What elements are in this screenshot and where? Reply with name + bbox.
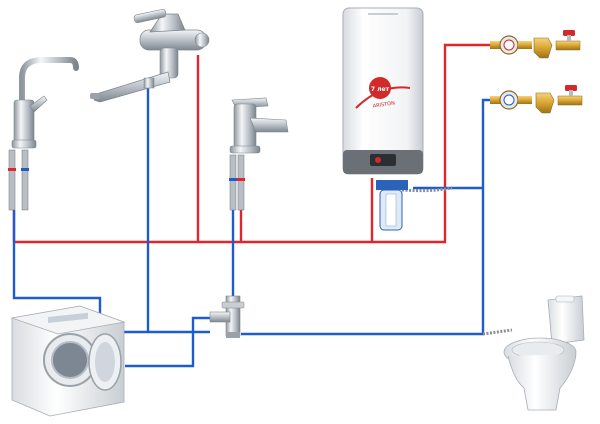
warranty-label: 7 лет xyxy=(371,86,390,93)
hot-water-meter-assembly xyxy=(490,30,581,59)
toilet-hose xyxy=(482,328,513,336)
cold-main-line xyxy=(241,98,492,336)
bath-mixer xyxy=(90,9,210,103)
cold-washer-feed xyxy=(125,316,218,368)
water-heater: 7 лет ARISTON xyxy=(342,7,424,175)
water-filter xyxy=(376,180,408,231)
cold-water-meter-assembly xyxy=(490,85,583,114)
cold-pipes xyxy=(12,85,492,368)
cold-left-run xyxy=(12,210,210,334)
washing-machine xyxy=(10,305,126,417)
kitchen-faucet xyxy=(8,57,79,211)
brand-label: ARISTON xyxy=(372,100,395,109)
hot-main-line xyxy=(14,43,492,244)
heater-hose xyxy=(401,186,453,193)
toilet xyxy=(503,295,585,411)
tee-valve xyxy=(209,295,245,338)
basin-faucet xyxy=(229,97,289,211)
